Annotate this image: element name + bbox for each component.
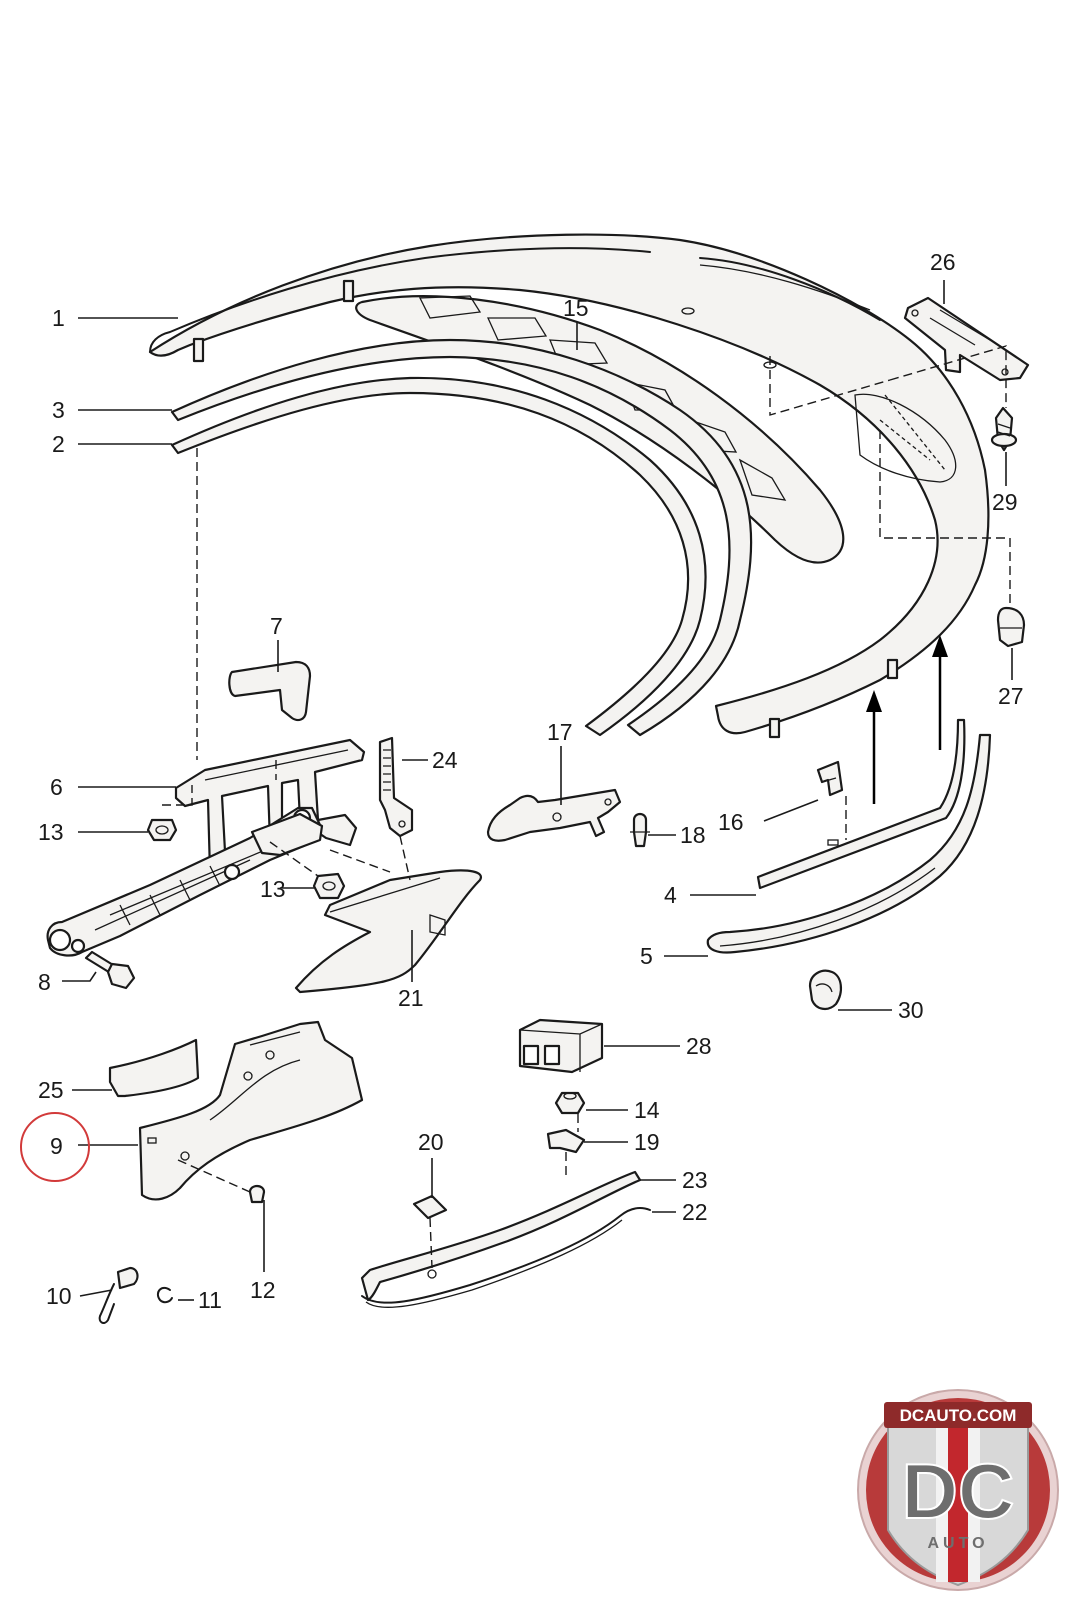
callout-14: 14 <box>634 1097 660 1123</box>
logo-stripe-red <box>948 1412 968 1582</box>
dcauto-logo: DCAUTO.COM DC AUTO <box>857 1389 1059 1591</box>
callout-18: 18 <box>680 822 706 848</box>
roof-seal-upper <box>170 338 753 737</box>
seal-strip-4 <box>756 718 966 890</box>
callout-4: 4 <box>664 882 677 908</box>
logo-monogram: DC <box>902 1447 1015 1535</box>
callout-7: 7 <box>270 613 283 639</box>
rack-24 <box>378 736 414 838</box>
callout-9: 9 <box>50 1133 63 1159</box>
callout-19: 19 <box>634 1129 660 1155</box>
callout-30: 30 <box>898 997 924 1023</box>
trim-panel-9 <box>138 1020 364 1201</box>
callout-21: 21 <box>398 985 424 1011</box>
nut-13-upper <box>146 818 178 842</box>
bracket-23 <box>360 1170 642 1302</box>
callout-16: 16 <box>718 809 744 835</box>
callout-27: 27 <box>998 683 1024 709</box>
screw-29 <box>990 406 1018 452</box>
callout-8: 8 <box>38 969 51 995</box>
callout-13-lower: 13 <box>260 876 286 902</box>
callout-12: 12 <box>250 1277 276 1303</box>
panel-21 <box>294 869 483 994</box>
callout-5: 5 <box>640 943 653 969</box>
callout-26: 26 <box>930 249 956 275</box>
clip-16 <box>816 760 844 797</box>
bracket-10 <box>98 1266 139 1324</box>
latch-plate <box>903 296 1030 382</box>
callout-29: 29 <box>992 489 1018 515</box>
callout-6: 6 <box>50 774 63 800</box>
cover-25 <box>108 1038 200 1098</box>
insertion-arrows <box>866 635 948 804</box>
logo-domain-text: DCAUTO.COM <box>900 1406 1017 1425</box>
callout-15: 15 <box>563 295 589 321</box>
seal-5 <box>706 733 992 954</box>
assembly-lines <box>162 345 1011 1269</box>
callout-22: 22 <box>682 1199 708 1225</box>
hinge-bracket <box>46 738 366 957</box>
callout-25: 25 <box>38 1077 64 1103</box>
callout-10: 10 <box>46 1283 72 1309</box>
callout-2: 2 <box>52 431 65 457</box>
highlight-circle-9 <box>20 1112 90 1182</box>
logo-subtext: AUTO <box>927 1535 988 1552</box>
callout-23: 23 <box>682 1167 708 1193</box>
nut-13-lower <box>312 872 346 900</box>
clip-12 <box>248 1184 266 1204</box>
callout-20: 20 <box>418 1129 444 1155</box>
block-28 <box>518 1018 604 1074</box>
callout-24: 24 <box>432 747 458 773</box>
hardtop-shell <box>148 233 990 739</box>
nut-14 <box>554 1091 586 1115</box>
cover-7 <box>228 660 312 722</box>
roof-seal-lower <box>170 376 707 737</box>
clip-30 <box>808 969 842 1010</box>
callout-11: 11 <box>198 1287 222 1313</box>
clip-18 <box>630 812 650 848</box>
buffer-27 <box>996 606 1026 648</box>
callout-3: 3 <box>52 397 65 423</box>
clip-20 <box>412 1194 448 1220</box>
bolt-8 <box>84 950 136 990</box>
logo-banner <box>884 1402 1032 1428</box>
clip-11 <box>156 1286 173 1304</box>
leader-lines <box>62 280 1013 1301</box>
callout-28: 28 <box>686 1033 712 1059</box>
callout-labels: 1 2 3 4 5 6 7 8 9 10 11 12 13 13 14 15 1… <box>38 249 1024 1313</box>
callout-17: 17 <box>547 719 573 745</box>
bracket-17 <box>486 788 622 842</box>
callout-1: 1 <box>52 305 65 331</box>
seal-22 <box>361 1207 651 1308</box>
clip-19 <box>546 1128 586 1154</box>
callout-13-upper: 13 <box>38 819 64 845</box>
